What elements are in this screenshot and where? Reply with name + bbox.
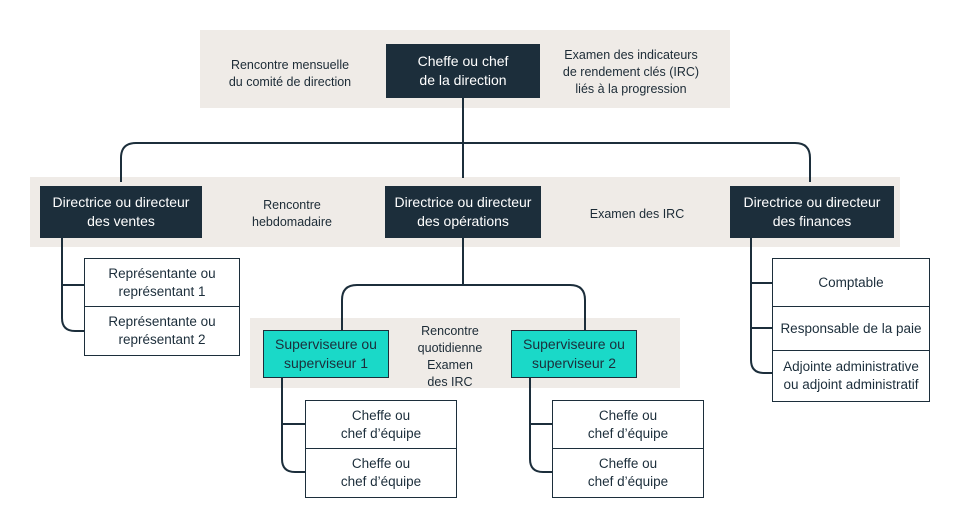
director-meeting-label: Rencontre hebdomadaire bbox=[252, 198, 332, 229]
connector-sales-reps bbox=[61, 238, 84, 332]
connector-supervisor1-leads bbox=[281, 378, 305, 473]
finance-staff-accountant-box: Comptable bbox=[772, 258, 930, 308]
sales-rep-2-box: Représentante ou représentant 2 bbox=[84, 306, 240, 356]
director-review-label: Examen des IRC bbox=[589, 207, 685, 221]
team-lead-1b-box: Cheffe ou chef d’équipe bbox=[305, 448, 457, 498]
connector-ceo-directors bbox=[120, 98, 811, 182]
sales-rep-1-box: Représentante ou représentant 1 bbox=[84, 258, 240, 308]
supervisor-1-box: Superviseure ou superviseur 1 bbox=[263, 330, 389, 378]
ceo-meeting-label: Rencontre mensuelle du comité de directi… bbox=[228, 58, 352, 89]
finance-staff-admin-box: Adjointe administrative ou adjoint admin… bbox=[772, 350, 930, 402]
finance-staff-payroll-box: Responsable de la paie bbox=[772, 306, 930, 352]
director-sales-box: Directrice ou directeur des ventes bbox=[40, 186, 202, 238]
supervisor-2-box: Superviseure ou superviseur 2 bbox=[511, 330, 637, 378]
team-lead-2a-box: Cheffe ou chef d’équipe bbox=[552, 400, 704, 450]
ceo-box: Cheffe ou chef de la direction bbox=[386, 44, 540, 98]
team-lead-1a-box: Cheffe ou chef d’équipe bbox=[305, 400, 457, 450]
connector-supervisor2-leads bbox=[529, 378, 552, 473]
director-finance-box: Directrice ou directeur des finances bbox=[730, 186, 894, 238]
supervisor-meeting-label: Rencontre quotidienne bbox=[417, 324, 483, 355]
director-operations-box: Directrice ou directeur des opérations bbox=[385, 186, 541, 238]
connector-finance-staff bbox=[750, 238, 772, 374]
connector-operations-supervisors bbox=[341, 238, 586, 330]
supervisor-review-label: Examen des IRC bbox=[427, 358, 473, 389]
team-lead-2b-box: Cheffe ou chef d’équipe bbox=[552, 448, 704, 498]
ceo-review-label: Examen des indicateurs de rendement clés… bbox=[562, 48, 700, 96]
